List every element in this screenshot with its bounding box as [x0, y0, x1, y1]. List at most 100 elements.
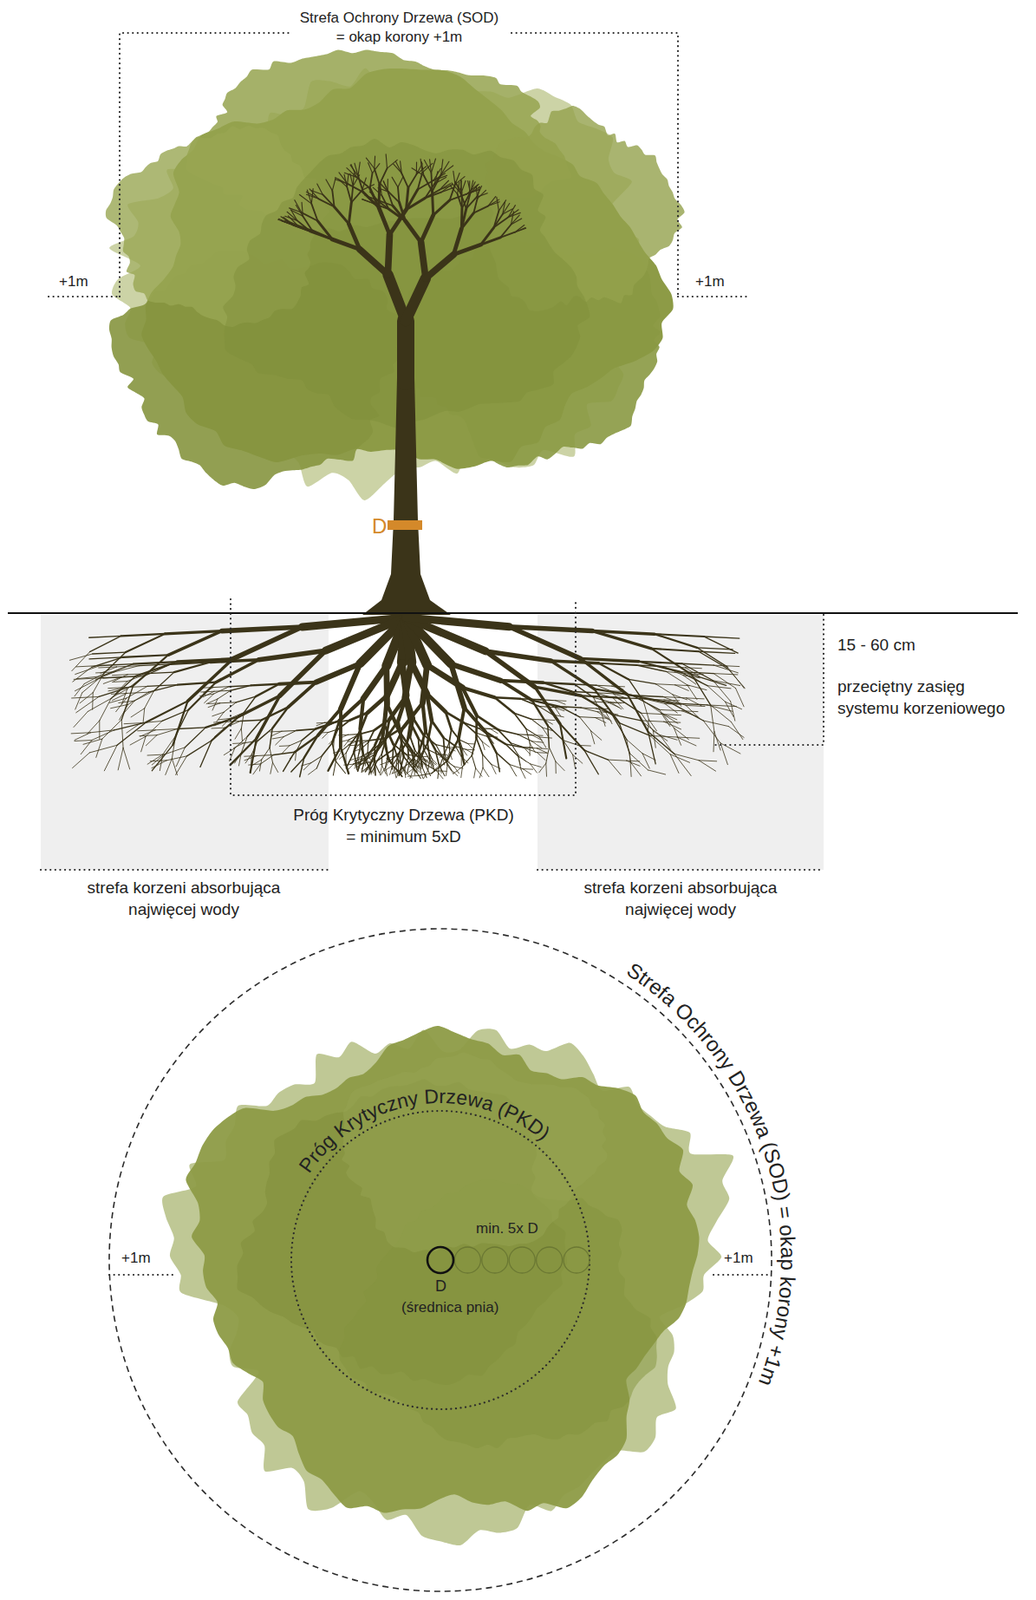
- root: [391, 749, 393, 769]
- root: [294, 735, 319, 752]
- branch: [421, 241, 426, 279]
- root: [175, 755, 188, 776]
- root: [647, 769, 665, 775]
- root: [353, 744, 359, 752]
- branch: [430, 172, 432, 192]
- root: [735, 688, 744, 707]
- root: [114, 665, 139, 672]
- root: [332, 750, 342, 754]
- root: [210, 659, 260, 663]
- root: [451, 769, 458, 776]
- root: [269, 728, 273, 748]
- root: [397, 741, 408, 755]
- root: [143, 708, 145, 724]
- root: [409, 750, 419, 763]
- root: [366, 742, 369, 753]
- root: [674, 753, 699, 760]
- root: [114, 722, 147, 730]
- branch: [460, 180, 462, 193]
- label-text: Strefa Ochrony Drzewa (SOD) = okap koron…: [289, 8, 509, 47]
- trunk-circle: [427, 1246, 454, 1273]
- root: [308, 768, 318, 775]
- branch: [397, 187, 400, 202]
- root: [627, 694, 672, 704]
- root: [422, 664, 427, 704]
- root: [579, 716, 595, 718]
- root: [73, 710, 88, 727]
- root: [595, 717, 606, 724]
- branch: [441, 187, 454, 192]
- root: [450, 664, 464, 708]
- root: [87, 697, 111, 711]
- branch: [475, 186, 477, 199]
- root: [707, 704, 733, 711]
- root: [555, 761, 565, 770]
- root: [641, 712, 664, 714]
- root: [655, 684, 672, 695]
- branch: [514, 228, 526, 233]
- root: [245, 754, 252, 763]
- root: [679, 671, 714, 674]
- branch: [378, 207, 391, 235]
- root: [724, 701, 734, 717]
- root: [471, 755, 476, 769]
- root: [281, 729, 297, 732]
- root: [450, 664, 501, 681]
- branch: [433, 200, 450, 216]
- label-text: strefa korzeni absorbująca najwięcej wod…: [75, 877, 293, 920]
- branch: [306, 189, 312, 204]
- root: [120, 676, 144, 678]
- root: [353, 758, 364, 762]
- root: [546, 747, 550, 763]
- root: [482, 741, 485, 750]
- root: [205, 716, 239, 728]
- label-text: +1m: [58, 272, 89, 292]
- branch: [430, 159, 432, 174]
- root: [234, 736, 248, 748]
- root: [670, 754, 679, 774]
- branch: [441, 161, 450, 175]
- root: [374, 762, 380, 773]
- root: [104, 744, 118, 771]
- root: [407, 741, 409, 756]
- offset-leader: [677, 295, 750, 298]
- root: [377, 749, 394, 761]
- root: [214, 727, 225, 737]
- branch: [470, 183, 480, 193]
- root: [76, 696, 99, 712]
- root-zone-leader: [537, 868, 824, 871]
- root: [710, 704, 715, 732]
- root: [584, 749, 599, 775]
- branch: [334, 206, 350, 224]
- branch: [379, 183, 389, 192]
- arc-label-text: Strefa Ochrony Drzewa (SOD) = okap koron…: [622, 957, 801, 1389]
- offset-leader: [48, 295, 120, 298]
- arc-label: Strefa Ochrony Drzewa (SOD) = okap koron…: [622, 957, 801, 1389]
- root: [304, 735, 319, 758]
- root: [171, 758, 177, 776]
- label-text: min. 5x D: [475, 1218, 539, 1238]
- branch: [338, 172, 348, 184]
- root: [663, 714, 682, 716]
- branch: [460, 192, 467, 209]
- branch: [397, 176, 404, 188]
- root: [273, 751, 294, 755]
- root: [713, 664, 738, 673]
- crown-blob: [341, 1052, 607, 1252]
- root: [91, 692, 94, 711]
- root: [612, 714, 641, 721]
- root: [435, 749, 440, 765]
- root: [532, 741, 542, 749]
- root: [349, 744, 359, 747]
- root: [698, 760, 716, 771]
- root: [208, 702, 221, 704]
- root: [213, 686, 229, 695]
- root: [200, 686, 214, 689]
- root: [147, 684, 178, 687]
- root: [363, 665, 387, 699]
- root: [233, 742, 245, 744]
- root: [461, 755, 463, 765]
- root: [652, 730, 656, 748]
- diameter-circle: [536, 1246, 563, 1273]
